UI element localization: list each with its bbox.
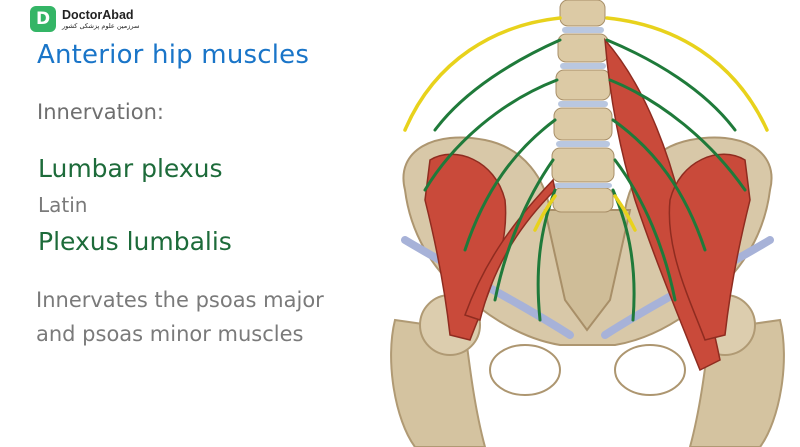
page-title: Anterior hip muscles bbox=[37, 40, 310, 70]
brand-text: DoctorAbad سرزمین علوم پزشکی کشور bbox=[62, 7, 140, 30]
right-iliacus bbox=[668, 153, 751, 341]
brand-name: DoctorAbad bbox=[62, 7, 134, 22]
term-latin: Plexus lumbalis bbox=[38, 227, 232, 256]
pelvis-anatomy-illustration bbox=[390, 0, 785, 447]
lumbar-vertebrae bbox=[551, 0, 615, 213]
subcostal-nerves bbox=[403, 16, 769, 232]
left-psoas bbox=[464, 178, 556, 321]
brand-tagline: سرزمین علوم پزشکی کشور bbox=[62, 22, 140, 30]
section-label: Innervation: bbox=[37, 100, 164, 124]
language-label: Latin bbox=[38, 193, 88, 217]
obturator-right bbox=[614, 344, 686, 396]
sacrum bbox=[543, 209, 632, 332]
obturator-left bbox=[489, 344, 561, 396]
brand-logo: D DoctorAbad سرزمین علوم پزشکی کشور bbox=[30, 5, 139, 33]
description: Innervates the psoas major and psoas min… bbox=[36, 288, 324, 346]
term-english: Lumbar plexus bbox=[38, 154, 223, 183]
lumbar-plexus-nerves bbox=[423, 38, 747, 322]
doctorabad-logo-icon: D bbox=[30, 6, 56, 32]
